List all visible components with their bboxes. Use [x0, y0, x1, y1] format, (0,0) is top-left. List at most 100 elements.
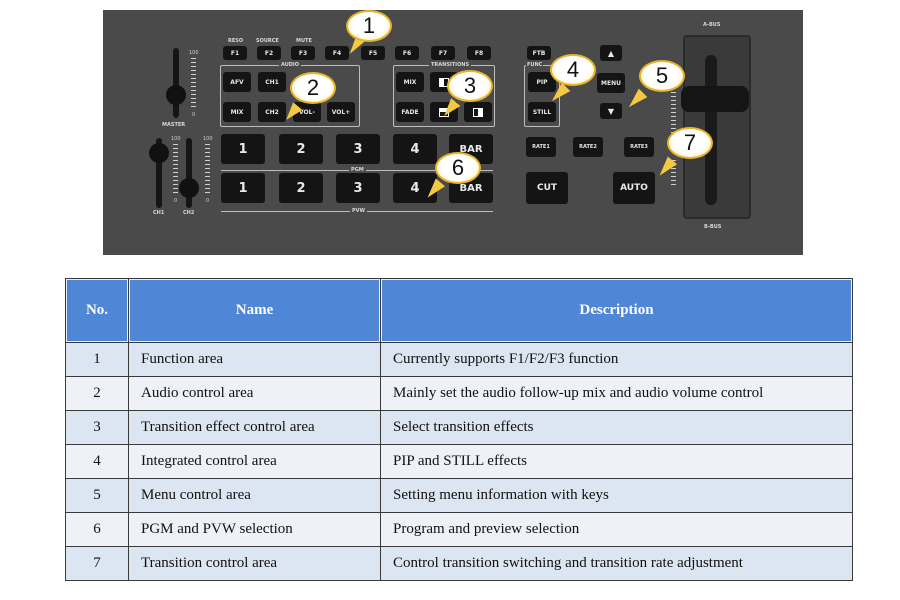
ch2-label: CH2	[183, 210, 195, 216]
table-row: 2 Audio control area Mainly set the audi…	[65, 376, 853, 411]
row-no: 4	[65, 444, 129, 479]
row-name: Transition effect control area	[128, 410, 381, 445]
row-no: 7	[65, 546, 129, 581]
ch2-scale-bottom: 0	[206, 198, 210, 204]
ch1-label: CH1	[153, 210, 165, 216]
header-no: No.	[65, 278, 129, 343]
wipe-pattern-icon	[439, 107, 449, 117]
ch2-scale-top: 100	[203, 136, 213, 142]
a-bus-label: A-BUS	[703, 22, 721, 28]
audio-mix-key[interactable]: MIX	[223, 102, 251, 122]
row-name: Function area	[128, 342, 381, 377]
rate2-key[interactable]: RATE2	[573, 137, 603, 157]
f6-key[interactable]: F6	[395, 46, 419, 60]
table-row: 4 Integrated control area PIP and STILL …	[65, 444, 853, 479]
cut-key[interactable]: CUT	[526, 172, 568, 204]
pvw-3-key[interactable]: 3	[336, 173, 380, 203]
func-label: FUNC	[526, 62, 544, 68]
f5-key[interactable]: F5	[361, 46, 385, 60]
table-row: 7 Transition control area Control transi…	[65, 546, 853, 581]
ch1-fader-track	[156, 138, 162, 208]
mute-label: MUTE	[296, 38, 312, 44]
f2-key[interactable]: F2	[257, 46, 281, 60]
t-bar-ticks-upper	[671, 92, 676, 134]
row-no: 5	[65, 478, 129, 513]
t-bar-slot	[705, 55, 717, 205]
ch2-fader-track	[186, 138, 192, 208]
master-scale-bottom: 0	[192, 112, 196, 118]
master-fader-track	[173, 48, 179, 118]
menu-down-key[interactable]: ▼	[600, 103, 622, 119]
f7-key[interactable]: F7	[431, 46, 455, 60]
vol-minus-key[interactable]: VOL-	[293, 102, 321, 122]
reso-label: RESO	[228, 38, 244, 44]
ch2-fader-knob[interactable]	[179, 178, 199, 198]
afv-key[interactable]: AFV	[223, 72, 251, 92]
pvw-2-key[interactable]: 2	[279, 173, 323, 203]
transition-mix-key[interactable]: MIX	[396, 72, 424, 92]
row-name: Audio control area	[128, 376, 381, 411]
t-bar-handle[interactable]	[681, 86, 749, 112]
callout-7: 7	[667, 127, 713, 159]
row-description: PIP and STILL effects	[380, 444, 853, 479]
row-name: Integrated control area	[128, 444, 381, 479]
pgm-3-key[interactable]: 3	[336, 134, 380, 164]
menu-up-key[interactable]: ▲	[600, 45, 622, 61]
transitions-label: TRANSITIONS	[429, 62, 472, 68]
ch1-fader-knob[interactable]	[149, 143, 169, 163]
fade-key[interactable]: FADE	[396, 102, 424, 122]
row-description: Currently supports F1/F2/F3 function	[380, 342, 853, 377]
f3-key[interactable]: F3	[291, 46, 315, 60]
auto-key[interactable]: AUTO	[613, 172, 655, 204]
ch2-key[interactable]: CH2	[258, 102, 286, 122]
wipe-key-2[interactable]	[430, 102, 458, 122]
pvw-4-key[interactable]: 4	[393, 173, 437, 203]
vol-plus-key[interactable]: VOL+	[327, 102, 355, 122]
audio-label: AUDIO	[279, 62, 302, 68]
row-no: 3	[65, 410, 129, 445]
row-no: 1	[65, 342, 129, 377]
wipe-pattern-icon	[473, 107, 483, 117]
f8-key[interactable]: F8	[467, 46, 491, 60]
header-name: Name	[128, 278, 381, 343]
source-label: SOURCE	[256, 38, 279, 44]
callout-4: 4	[550, 54, 596, 86]
pip-key[interactable]: PIP	[528, 72, 556, 92]
ch1-scale-ticks	[173, 144, 178, 196]
pgm-1-key[interactable]: 1	[221, 134, 265, 164]
row-no: 2	[65, 376, 129, 411]
pvw-1-key[interactable]: 1	[221, 173, 265, 203]
t-bar-ticks-lower	[671, 160, 676, 188]
f1-key[interactable]: F1	[223, 46, 247, 60]
pgm-label: PGM	[349, 167, 366, 173]
ch1-scale-top: 100	[171, 136, 181, 142]
ftb-key[interactable]: FTB	[527, 46, 551, 60]
master-fader-knob[interactable]	[166, 85, 186, 105]
table-row: 5 Menu control area Setting menu informa…	[65, 478, 853, 513]
table-row: 3 Transition effect control area Select …	[65, 410, 853, 445]
callout-3: 3	[447, 70, 493, 102]
row-description: Mainly set the audio follow-up mix and a…	[380, 376, 853, 411]
callout-5: 5	[639, 60, 685, 92]
rate3-key[interactable]: RATE3	[624, 137, 654, 157]
wipe-key-3[interactable]	[464, 102, 492, 122]
arrow-up-icon: ▲	[607, 48, 615, 58]
arrow-down-icon: ▼	[607, 106, 615, 116]
callout-1: 1	[346, 10, 392, 42]
pgm-2-key[interactable]: 2	[279, 134, 323, 164]
callout-2: 2	[290, 72, 336, 104]
table-header-row: No. Name Description	[65, 278, 853, 343]
row-no: 6	[65, 512, 129, 547]
f4-key[interactable]: F4	[325, 46, 349, 60]
still-key[interactable]: STILL	[528, 102, 556, 122]
ch1-scale-bottom: 0	[174, 198, 178, 204]
row-name: Menu control area	[128, 478, 381, 513]
control-areas-table: No. Name Description 1 Function area Cur…	[65, 278, 853, 581]
row-description: Select transition effects	[380, 410, 853, 445]
menu-key[interactable]: MENU	[597, 73, 625, 93]
rate1-key[interactable]: RATE1	[526, 137, 556, 157]
pvw-label: PVW	[350, 208, 368, 214]
ch1-key[interactable]: CH1	[258, 72, 286, 92]
pgm-4-key[interactable]: 4	[393, 134, 437, 164]
row-description: Setting menu information with keys	[380, 478, 853, 513]
